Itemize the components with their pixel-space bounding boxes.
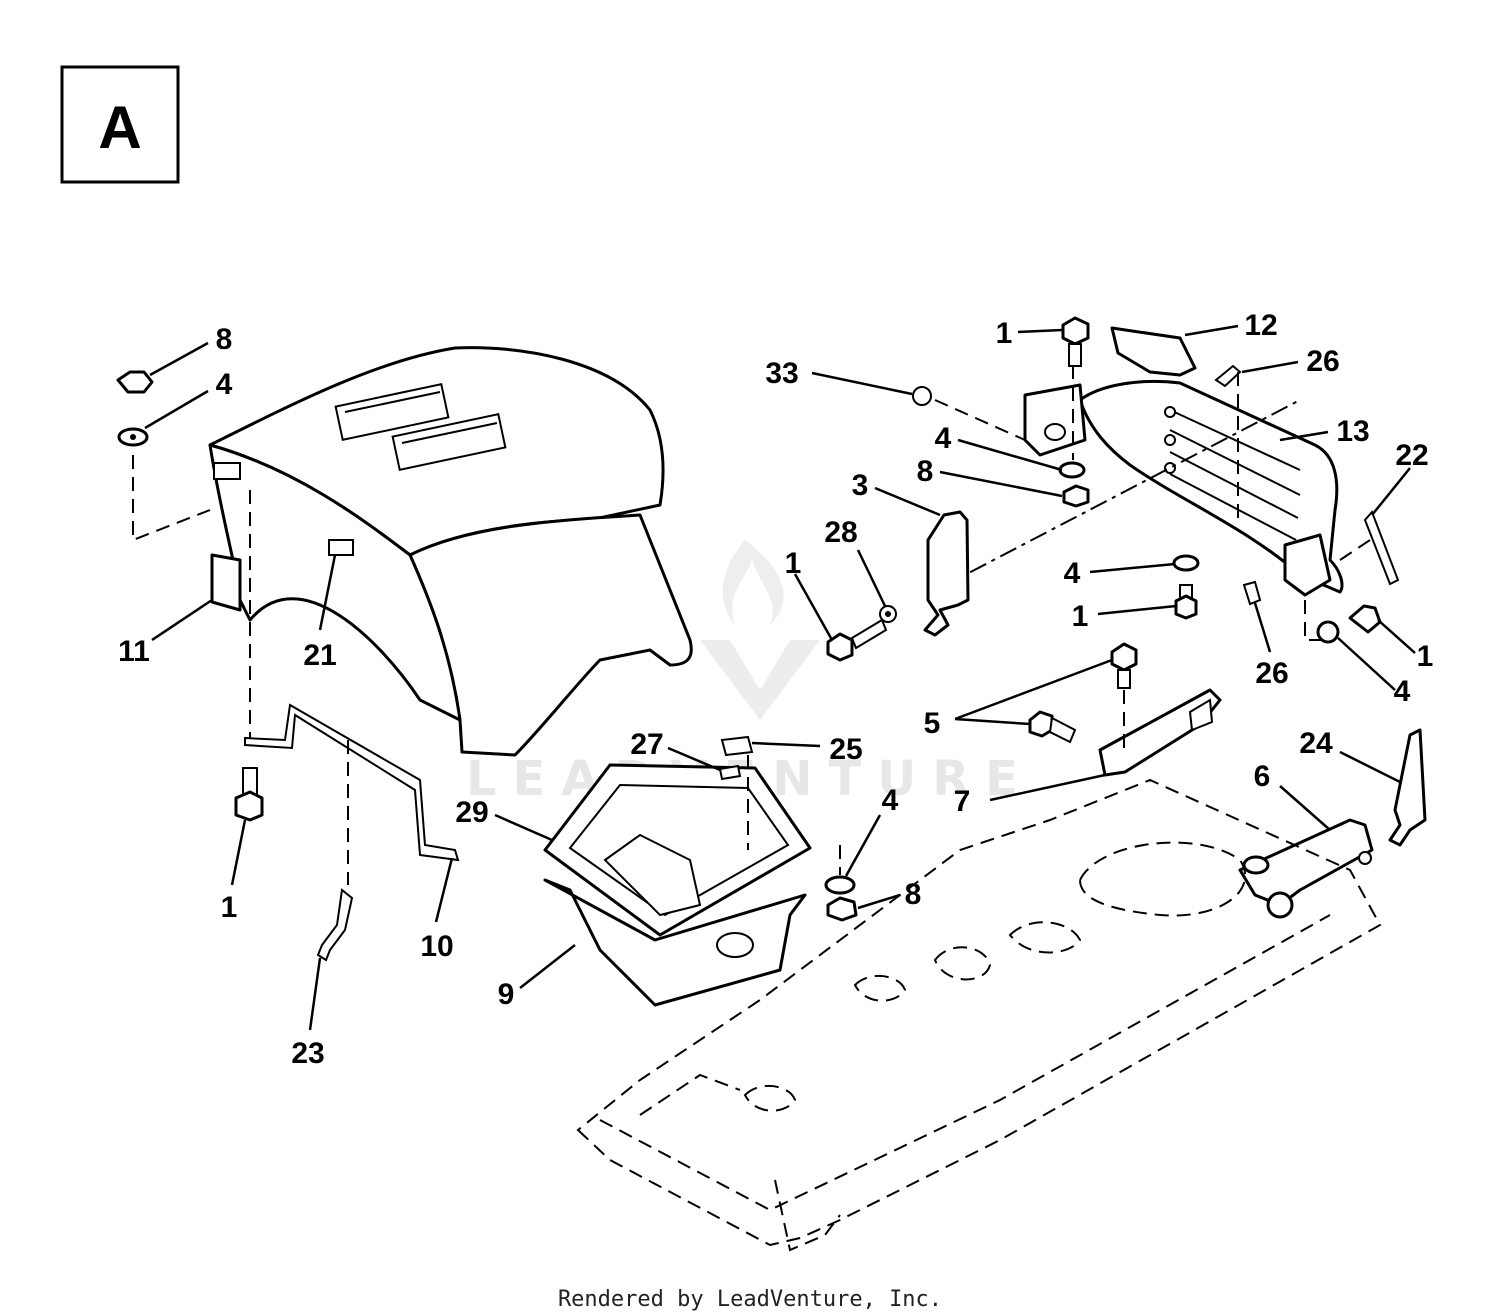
- hood-vents: [334, 382, 507, 472]
- callout-21: 21: [303, 639, 336, 672]
- hood-tab: [213, 462, 241, 480]
- part-12: [1110, 326, 1197, 377]
- callout-1: 1: [785, 547, 802, 580]
- callout-4: 4: [1394, 675, 1411, 708]
- callout-23: 23: [291, 1037, 324, 1070]
- footer-credit: Rendered by LeadVenture, Inc.: [558, 1287, 942, 1312]
- part-25: [720, 735, 754, 757]
- callout-8: 8: [917, 455, 934, 488]
- callout-4: 4: [216, 368, 233, 401]
- part-7: [1098, 688, 1222, 777]
- callout-1: 1: [1072, 600, 1089, 633]
- grille-hardware: [939, 365, 1382, 644]
- chassis-frame: [576, 778, 1382, 1252]
- bolt-1-center: [826, 618, 888, 662]
- callout-4: 4: [882, 784, 899, 817]
- part-33: [912, 386, 932, 406]
- callout-1: 1: [1417, 640, 1434, 673]
- part-26-top: [1214, 364, 1242, 388]
- callout-4: 4: [935, 422, 952, 455]
- callout-12: 12: [1244, 309, 1277, 342]
- callout-26: 26: [1255, 657, 1288, 690]
- part-22: [1363, 510, 1400, 586]
- callout-3: 3: [852, 469, 869, 502]
- hood: [208, 346, 693, 757]
- callout-11: 11: [118, 635, 150, 668]
- part-13-grille: [1078, 379, 1344, 594]
- callout-29: 29: [455, 796, 488, 829]
- callout-13: 13: [1336, 415, 1369, 448]
- grille-mount-left: [1023, 383, 1087, 457]
- part-11: [210, 553, 242, 612]
- callout-25: 25: [829, 733, 862, 766]
- bolt-1-left: [234, 767, 264, 822]
- callout-9: 9: [498, 978, 515, 1011]
- part-23: [316, 888, 354, 962]
- bolts-5: [1028, 642, 1138, 755]
- part-29-frame: [543, 763, 812, 937]
- part-24: [1388, 728, 1427, 847]
- callout-1: 1: [221, 891, 238, 924]
- callout-7: 7: [954, 785, 971, 818]
- part-3: [923, 510, 970, 637]
- callout-4: 4: [1064, 557, 1081, 590]
- part-26-bottom: [1242, 580, 1262, 606]
- hood-hardware-left: [116, 370, 211, 542]
- callout-33: 33: [765, 357, 798, 390]
- callout-26: 26: [1306, 345, 1339, 378]
- callout-6: 6: [1254, 760, 1271, 793]
- hood-tab-21: [328, 539, 354, 556]
- part-10-rod: [244, 490, 460, 885]
- part-9-tray: [543, 833, 807, 1007]
- callout-28: 28: [824, 516, 857, 549]
- leader-lines: [144, 324, 1416, 1031]
- section-letter: A: [98, 94, 141, 161]
- callouts: 8 4 11 21 1 23 10 29 27 25 9 4 8 1 12 33…: [118, 309, 1433, 1070]
- callout-24: 24: [1299, 727, 1333, 760]
- grille-mount-right: [1283, 533, 1332, 597]
- callout-10: 10: [420, 930, 453, 963]
- callout-22: 22: [1395, 439, 1428, 472]
- bolt-1-top: [1061, 316, 1090, 367]
- center-hardware: [824, 845, 858, 922]
- callout-27: 27: [630, 728, 663, 761]
- part-6: [1238, 818, 1374, 907]
- part-27: [718, 764, 742, 781]
- callout-5: 5: [924, 707, 941, 740]
- callout-1: 1: [996, 317, 1013, 350]
- callout-8: 8: [905, 878, 922, 911]
- v-logo-icon: [700, 640, 820, 720]
- callout-8: 8: [216, 323, 233, 356]
- section-label: A: [60, 65, 180, 184]
- flame-logo-icon: [722, 540, 784, 625]
